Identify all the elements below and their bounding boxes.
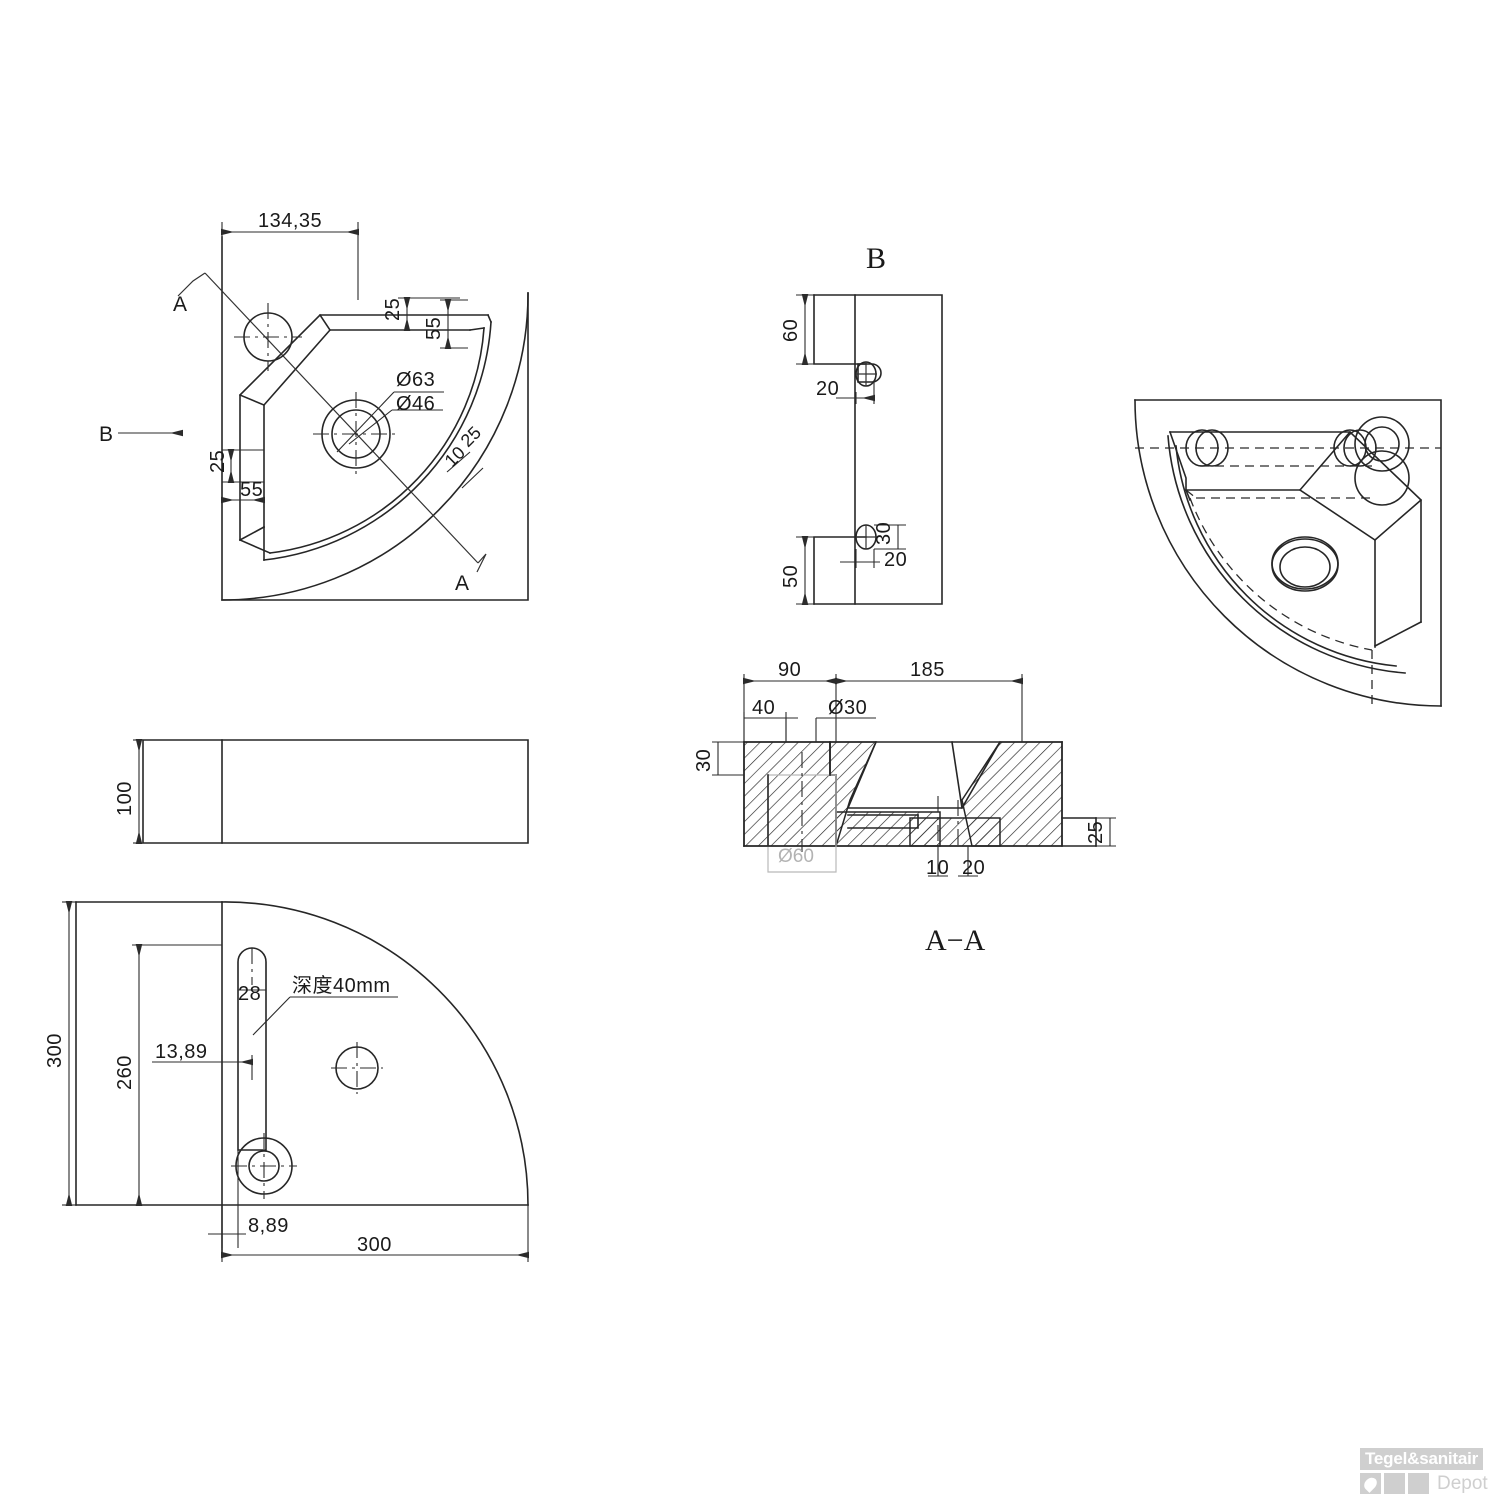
view-isometric (1134, 399, 1442, 707)
dim-top-width: 134,35 (258, 210, 322, 232)
logo-square-2 (1384, 1473, 1405, 1494)
view-bottom-plan: 300 260 28 13,89 8,89 300 深度40mm (44, 900, 530, 1262)
dim-bp-300-h: 300 (44, 1033, 66, 1068)
water-drop-icon (1360, 1473, 1381, 1494)
section-aa-label: A−A (925, 924, 986, 957)
view-b-title: B (866, 242, 886, 275)
dim-left-55: 55 (240, 479, 263, 501)
dim-b-30: 30 (873, 522, 895, 545)
section-marker-b-label: B (99, 423, 113, 446)
logo-square-3 (1408, 1473, 1429, 1494)
dim-hole-outer: Ø63 (396, 369, 435, 391)
dim-b-60: 60 (780, 319, 802, 342)
dim-aa-20: 20 (962, 857, 985, 879)
view-side-elevation: 100 (114, 738, 529, 845)
dim-aa-90: 90 (778, 659, 801, 681)
dim-left-25: 25 (207, 450, 229, 473)
dim-side-100: 100 (114, 781, 136, 816)
dim-aa-dia30: Ø30 (828, 697, 867, 719)
dim-arc-10: 10 (441, 443, 469, 471)
dim-b-50: 50 (780, 565, 802, 588)
dim-bp-300-w: 300 (357, 1234, 392, 1256)
view-section-aa: Ø60 90 185 40 Ø30 30 25 (693, 659, 1116, 957)
dim-b-20-top: 20 (816, 378, 839, 400)
brand-name-bottom: Depot (1437, 1473, 1488, 1494)
brand-logo: Tegel&sanitair Depot (1352, 1425, 1500, 1500)
dim-aa-40: 40 (752, 697, 775, 719)
dim-bp-260: 260 (114, 1055, 136, 1090)
dim-aa-25: 25 (1085, 821, 1107, 844)
dim-b-20-bot: 20 (884, 549, 907, 571)
dim-top-25: 25 (382, 298, 404, 321)
dim-bp-1389: 13,89 (155, 1041, 208, 1063)
section-marker-a-top: A (173, 293, 187, 316)
brand-name-top: Tegel&sanitair (1360, 1448, 1484, 1470)
dim-top-55: 55 (423, 317, 445, 340)
note-depth-40mm: 深度40mm (292, 974, 391, 997)
dim-bp-28: 28 (238, 983, 261, 1005)
view-b-elevation: B 60 20 30 2 (780, 242, 943, 606)
dim-aa-dia60: Ø60 (778, 846, 814, 867)
section-marker-a-bottom: A (455, 572, 469, 595)
view-top-plan: A A B Ø63 Ø46 134,35 25 (99, 210, 529, 601)
brand-logo-bottom-row: Depot (1360, 1473, 1488, 1494)
section-marker-b-arrow: B (99, 423, 184, 446)
dim-hole-inner: Ø46 (396, 393, 435, 415)
dim-bp-889: 8,89 (248, 1215, 289, 1237)
dim-aa-30: 30 (693, 749, 715, 772)
dim-aa-185: 185 (910, 659, 945, 681)
dim-aa-10: 10 (926, 857, 949, 879)
